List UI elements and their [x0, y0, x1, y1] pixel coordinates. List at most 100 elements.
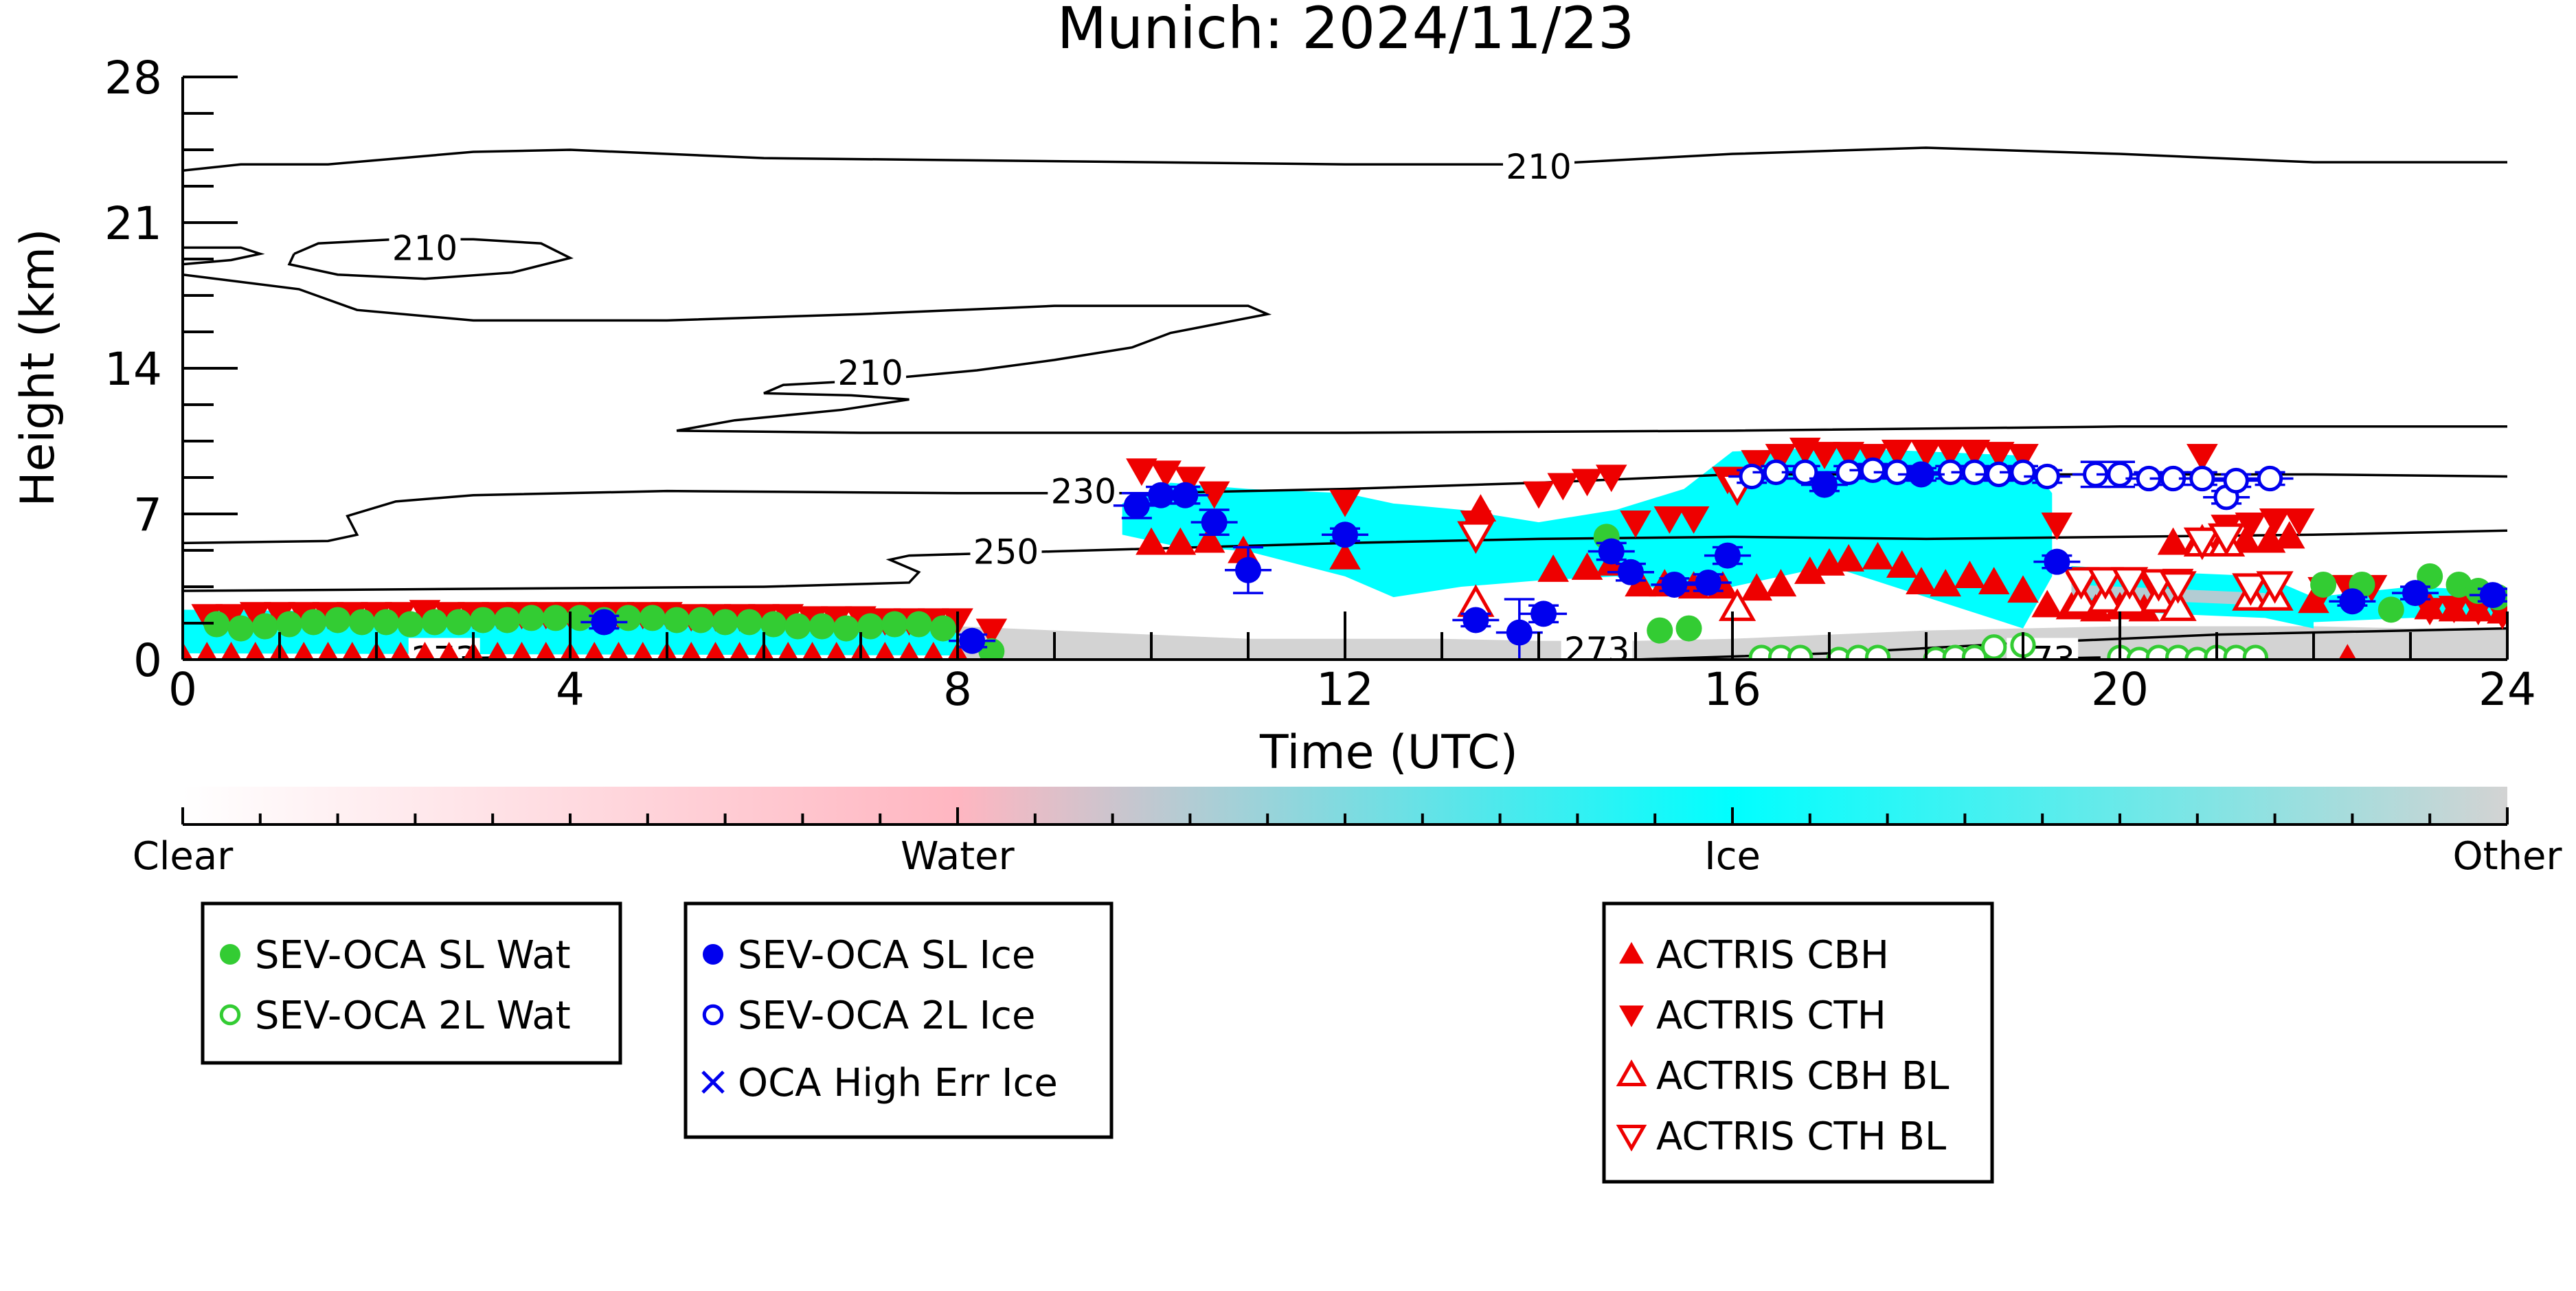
- data-point: [245, 642, 266, 660]
- x-axis-label: Time (UTC): [1259, 726, 1518, 780]
- legend-frame: [201, 901, 622, 1065]
- data-point: [1329, 489, 1361, 517]
- data-point: [251, 613, 278, 640]
- contour-label-bg: [1503, 146, 1574, 185]
- data-point: [1661, 571, 1688, 598]
- data-point: [1958, 440, 1991, 467]
- data-point: [1616, 1059, 1647, 1086]
- x-tick-label: 24: [2478, 663, 2536, 716]
- x-tick-label: 12: [1316, 663, 1374, 716]
- data-point: [702, 1004, 724, 1026]
- data-point: [1930, 569, 1961, 597]
- data-point: [857, 613, 884, 640]
- contour-line: [183, 246, 265, 266]
- data-point: [2377, 596, 2404, 623]
- data-point: [826, 642, 847, 660]
- contour-label-bg: [1561, 628, 1633, 660]
- data-point: [2107, 461, 2133, 488]
- data-point: [1616, 1125, 1647, 1152]
- data-point: [518, 605, 545, 631]
- data-point: [584, 642, 605, 660]
- data-point: [1954, 561, 1986, 588]
- data-point: [729, 642, 750, 660]
- data-point: [220, 944, 240, 965]
- data-point: [712, 609, 738, 636]
- data-point: [397, 611, 424, 638]
- data-point: [703, 944, 723, 965]
- legend-label: ACTRIS CTH: [1656, 993, 1886, 1038]
- data-point: [1457, 521, 1495, 554]
- legend-frame: [1602, 901, 1994, 1184]
- plot-inner: 210210210230250273273273: [183, 146, 2507, 660]
- contour-line: [183, 146, 2507, 172]
- colorbar-label: Clear: [133, 834, 234, 879]
- data-point: [215, 604, 247, 632]
- data-point: [341, 642, 363, 660]
- data-point: [1961, 644, 1988, 660]
- data-point: [2007, 444, 2039, 471]
- data-point: [2159, 571, 2197, 604]
- data-point: [1530, 600, 1557, 627]
- legend-label: OCA High Err Ice: [738, 1061, 1058, 1105]
- contour-label: 230: [1051, 472, 1116, 512]
- data-point: [487, 642, 508, 660]
- data-point: [511, 642, 532, 660]
- data-point: [1833, 442, 1864, 469]
- contour-line: [183, 529, 2507, 592]
- data-point: [2479, 582, 2506, 609]
- data-point: [2159, 588, 2197, 621]
- data-point: [1174, 467, 1206, 495]
- data-point: [1864, 644, 1891, 660]
- data-point: [1598, 538, 1625, 565]
- data-point: [300, 609, 327, 636]
- data-point: [905, 611, 932, 638]
- legend-label: ACTRIS CBH: [1656, 933, 1889, 978]
- data-point: [1126, 458, 1157, 486]
- data-point: [1765, 444, 1797, 471]
- data-point: [978, 638, 1005, 660]
- data-point: [632, 642, 653, 660]
- data-point: [1961, 459, 1988, 486]
- data-point: [2232, 573, 2270, 606]
- curtain-water-region: [2071, 584, 2266, 606]
- colorbar-label: Water: [901, 834, 1015, 879]
- data-point: [833, 615, 859, 642]
- data-point: [1332, 521, 1358, 548]
- data-point: [1523, 481, 1555, 509]
- data-point: [1198, 481, 1230, 509]
- data-point: [705, 642, 726, 660]
- data-point: [1881, 440, 1913, 467]
- legend-label: SEV-OCA SL Wat: [255, 933, 571, 978]
- data-point: [196, 642, 218, 660]
- data-point: [591, 609, 618, 636]
- data-point: [1619, 1005, 1644, 1027]
- data-point: [1653, 506, 1686, 534]
- data-point: [324, 607, 351, 633]
- data-point: [535, 642, 556, 660]
- x-tick-label: 8: [943, 663, 972, 716]
- data-point: [2041, 513, 2073, 540]
- contour-label: 210: [1506, 147, 1571, 187]
- data-point: [959, 627, 986, 654]
- data-point: [1978, 567, 2010, 595]
- data-point: [219, 1004, 241, 1026]
- chart-title: Munich: 2024/11/23: [1057, 0, 1635, 62]
- data-point: [1862, 541, 1894, 570]
- legend-label: ACTRIS CBH BL: [1656, 1054, 1949, 1099]
- data-point: [923, 642, 944, 660]
- data-point: [615, 605, 642, 631]
- data-point: [1986, 461, 2012, 488]
- data-point: [784, 613, 811, 640]
- data-point: [1884, 459, 1910, 486]
- data-point: [2189, 465, 2215, 492]
- data-point: [445, 609, 472, 636]
- data-point: [2157, 527, 2189, 555]
- data-point: [1571, 552, 1603, 580]
- data-point: [1860, 457, 1886, 484]
- data-point: [688, 607, 714, 633]
- data-point: [975, 618, 1008, 647]
- data-point: [1506, 619, 1533, 646]
